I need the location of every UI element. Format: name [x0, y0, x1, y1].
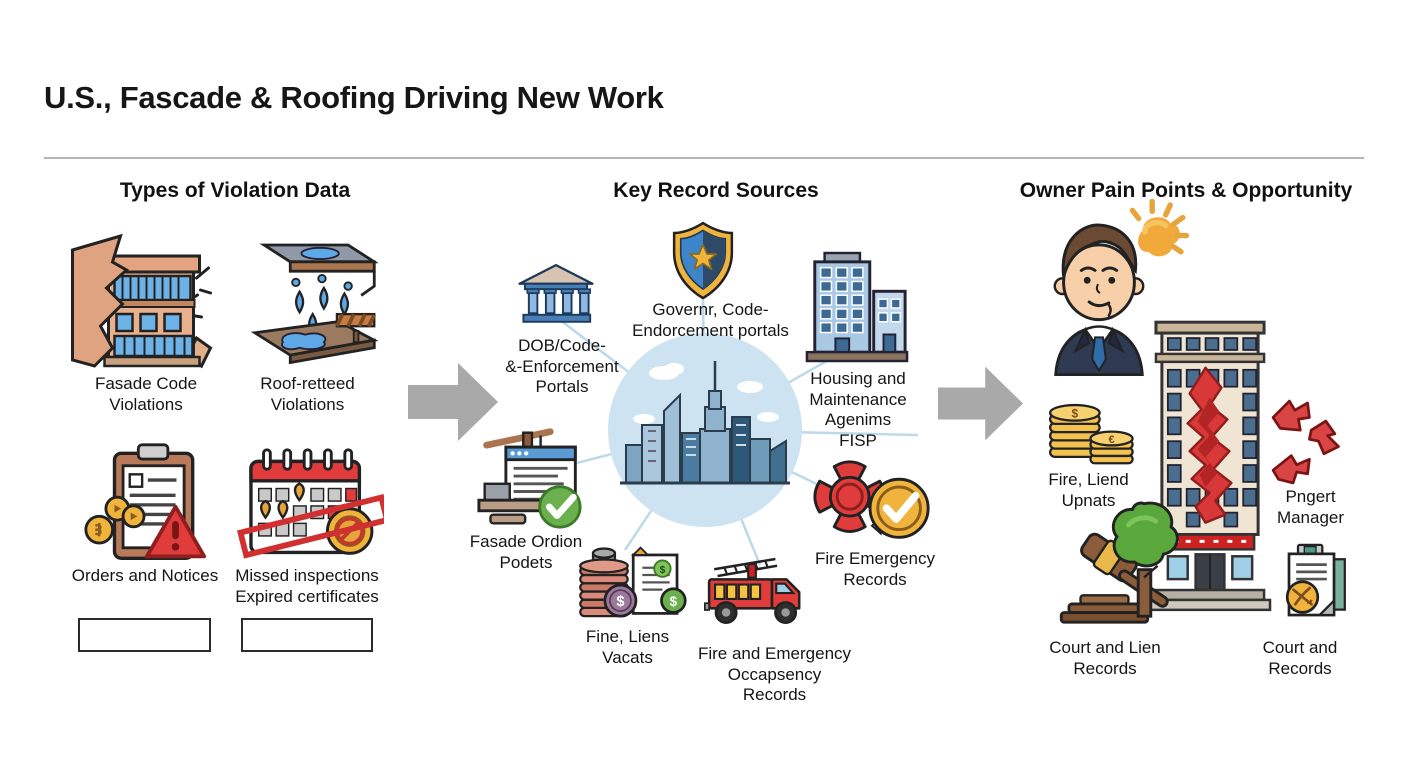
bank-building-icon — [516, 262, 596, 328]
idea-sun-icon — [1118, 196, 1190, 268]
flow-arrow-icon — [408, 363, 498, 441]
source-item-label: DOB/Code- &-Enforcement Portals — [505, 336, 619, 397]
violation-item-label: Roof-retteed Violations — [260, 374, 355, 414]
shield-star-icon — [670, 218, 736, 304]
fire-department-badge-icon — [804, 456, 939, 548]
page-title: U.S., Fascade & Roofing Driving New Work — [44, 80, 664, 115]
opportunity-item-label: Court and Records — [1262, 638, 1338, 678]
calendar-missed-icon — [236, 444, 384, 564]
apartment-buildings-icon — [803, 248, 911, 366]
facade-order-portal-icon — [476, 424, 584, 532]
svg-text:$: $ — [660, 565, 666, 576]
source-item-label: Fine, Liens Vacats — [585, 627, 670, 667]
svg-text:$: $ — [616, 594, 624, 610]
source-item-label: Fasade Ordion Podets — [469, 532, 583, 572]
divider — [44, 157, 1364, 159]
empty-box-2 — [241, 618, 373, 652]
violation-item-label: Orders and Notices — [71, 566, 219, 585]
city-skyline-illustration — [608, 333, 802, 527]
opportunity-item-label: Court and Lien Records — [1049, 638, 1161, 678]
flow-arrow-icon — [938, 366, 1023, 441]
businessman-icon — [1040, 216, 1158, 376]
source-item-label: Fire Emergency Records — [815, 549, 935, 589]
court-records-document-icon — [1280, 540, 1352, 628]
column-header-sources: Key Record Sources — [613, 179, 819, 202]
leaking-roof-icon — [238, 222, 378, 367]
fire-truck-icon — [704, 553, 806, 633]
empty-box-1 — [78, 618, 211, 652]
source-item-label: Governr, Code- Endorcement portals — [632, 300, 789, 340]
svg-text:$: $ — [670, 594, 678, 609]
tree-icon — [1104, 496, 1184, 622]
red-arrows-icon — [1266, 392, 1351, 492]
source-item-label: Housing and Maintenance Agenims FISP — [809, 369, 907, 451]
column-header-violations: Types of Violation Data — [119, 179, 351, 202]
violation-item-label: Fasade Code Violations — [94, 374, 198, 414]
opportunity-item-label: Fire, Liend Upnats — [1048, 470, 1129, 510]
svg-text:$: $ — [1072, 406, 1079, 420]
fines-liens-icon: $ $ $ — [570, 544, 690, 628]
column-header-opportunity: Owner Pain Points & Opportunity — [1019, 179, 1353, 202]
opportunity-item-label: Pngert Manager — [1276, 487, 1345, 527]
svg-text:€: € — [1108, 434, 1114, 446]
violation-item-label: Missed inspections Expired certificates — [235, 566, 379, 606]
burning-building-icon — [1148, 318, 1272, 620]
clipboard-warning-icon — [75, 440, 215, 564]
cracked-facade-building-icon — [66, 220, 221, 370]
source-item-label: Fire and Emergency Occapsency Records — [697, 644, 852, 705]
coin-stacks-icon: $ € — [1046, 400, 1134, 466]
